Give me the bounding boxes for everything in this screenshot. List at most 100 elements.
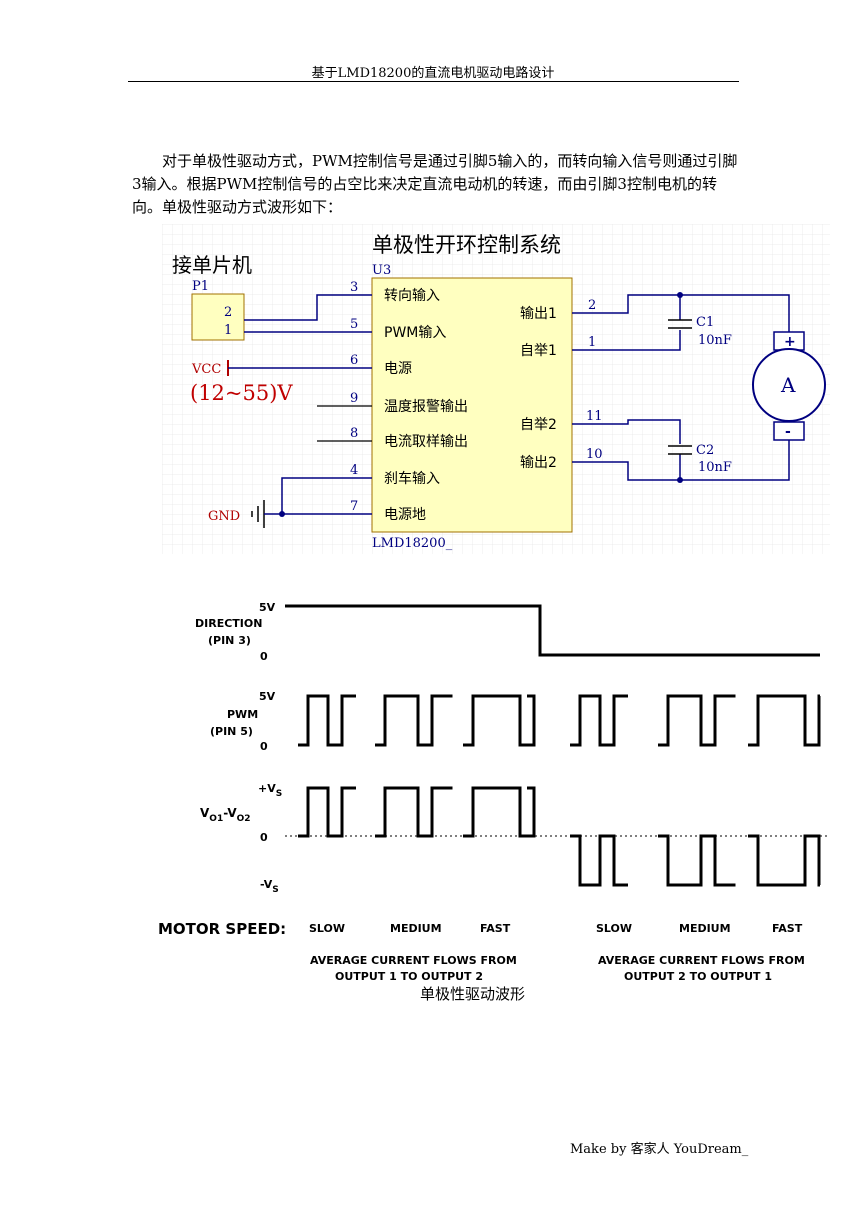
- pwm-low: 0: [260, 740, 268, 753]
- direction-high: 5V: [259, 601, 276, 614]
- note-left-2: OUTPUT 1 TO OUTPUT 2: [335, 970, 483, 983]
- speed-label: SLOW: [596, 922, 632, 935]
- pwm-name: PWM: [227, 708, 258, 721]
- pwm-high: 5V: [259, 690, 276, 703]
- chip-left-pin-name: PWM输入: [384, 325, 446, 341]
- chip-left-pin-name: 温度报警输出: [384, 399, 468, 415]
- speed-label: FAST: [772, 922, 803, 935]
- page-footer: Make by 客家人 YouDream_: [570, 1142, 749, 1157]
- chip-body: [371, 277, 573, 533]
- motor-plus: +: [784, 334, 796, 350]
- pwm-pulse: [570, 694, 628, 747]
- speed-label: MEDIUM: [390, 922, 442, 935]
- vout-pulse: [375, 786, 453, 838]
- c2-junction: [677, 477, 683, 483]
- vout-pos: +VS: [258, 782, 282, 799]
- chip-right-pin-name: 输出2: [520, 455, 557, 471]
- vout-zero: 0: [260, 831, 268, 844]
- motor-speed-label: MOTOR SPEED:: [158, 920, 286, 938]
- mcu-label: 接单片机: [172, 253, 252, 277]
- intro-text: 对于单极性驱动方式，PWM控制信号是通过引脚5输入的，而转向输入信号则通过引脚3…: [132, 152, 738, 216]
- c1-value: 10nF: [698, 333, 732, 348]
- chip-left-pin-number: 8: [350, 426, 358, 441]
- chip-right-pin-number: 2: [588, 298, 596, 313]
- chip-left-pin-name: 电源: [384, 361, 412, 377]
- direction-low: 0: [260, 650, 268, 663]
- direction-trace: [285, 604, 820, 657]
- vout-pulse: [298, 786, 356, 838]
- pwm-pulse: [658, 694, 736, 747]
- pwm-pulse: [298, 694, 356, 747]
- wire-out2: [572, 440, 790, 481]
- pwm-pin: (PIN 5): [210, 725, 253, 738]
- page-header: 基于LMD18200的直流电机驱动电路设计: [311, 66, 555, 81]
- gnd-junction: [279, 511, 285, 517]
- pwm-pulse: [463, 694, 536, 747]
- direction-pin: (PIN 3): [208, 634, 251, 647]
- chip-left-pin-number: 7: [350, 499, 358, 514]
- chip-right-pin-number: 1: [588, 335, 596, 350]
- chip-right-pin-name: 输出1: [520, 306, 557, 322]
- chip-left-pin-name: 转向输入: [384, 288, 440, 304]
- wire-direction: [244, 294, 372, 321]
- waveform-diagram: DIRECTION (PIN 3) 5V 0 PWM (PIN 5) 5V 0 …: [158, 601, 830, 983]
- wire-boot2: [572, 419, 681, 444]
- chip-left-pin-name: 电源地: [384, 507, 426, 523]
- header-rule: [128, 81, 739, 82]
- vout-pulse: [463, 786, 536, 838]
- chip-left-pin-number: 5: [350, 317, 358, 332]
- motor-minus: -: [785, 424, 791, 440]
- chip-left-pin-number: 3: [350, 280, 358, 295]
- chip-right-pin-name: 自举2: [520, 417, 557, 433]
- vcc-label: VCC: [191, 362, 221, 377]
- connector-ref: P1: [192, 279, 209, 294]
- chip-left-pin-name: 电流取样输出: [384, 434, 468, 450]
- motor-symbol: A: [780, 373, 796, 397]
- gnd-label: GND: [208, 509, 240, 524]
- pwm-pulse: [375, 694, 453, 747]
- schematic-title: 单极性开环控制系统: [372, 233, 561, 257]
- vout-pulse: [658, 834, 736, 887]
- c2-ref: C2: [696, 443, 714, 458]
- speed-label: FAST: [480, 922, 511, 935]
- motor-body: [752, 348, 826, 422]
- chip-ref: U3: [372, 263, 391, 278]
- chip-left-pin-number: 4: [350, 463, 358, 478]
- vout-trace: [298, 786, 821, 887]
- chip-left-pin-number: 9: [350, 391, 358, 406]
- vout-neg: -VS: [260, 878, 279, 895]
- figure-caption: 单极性驱动波形: [420, 985, 526, 1003]
- schematic-diagram: 单极性开环控制系统 接单片机 P1 2 1 U3 LMD18200_ 3 转向输入…: [162, 224, 830, 554]
- motor-minus-terminal: [773, 421, 805, 441]
- wire-boot1: [572, 330, 681, 351]
- note-right-1: AVERAGE CURRENT FLOWS FROM: [598, 954, 805, 967]
- chip-right-pin-number: 11: [586, 409, 603, 424]
- chip-left-pin-name: 刹车输入: [384, 470, 440, 487]
- connector-body: [191, 293, 245, 341]
- c2-value: 10nF: [698, 460, 732, 475]
- pwm-trace: [298, 694, 821, 747]
- chip-right-pin-name: 自举1: [520, 343, 557, 359]
- speed-label: SLOW: [309, 922, 345, 935]
- pwm-pulse: [748, 694, 821, 747]
- chip-left-pin-number: 6: [350, 353, 358, 368]
- chip-part: LMD18200_: [372, 536, 453, 551]
- connector-pin: 2: [224, 305, 232, 320]
- vout-name: VO1-VO2: [200, 806, 251, 824]
- c1-junction: [677, 292, 683, 298]
- wire-brake: [281, 477, 372, 514]
- chip-right-pins: 2 输出1 1 自举1 11 自举2 10 输出2: [520, 298, 603, 471]
- c1-ref: C1: [696, 315, 714, 330]
- vcc-range: (12~55)V: [190, 381, 293, 405]
- wire-out1: [572, 294, 790, 332]
- chip-right-pin-number: 10: [586, 447, 603, 462]
- direction-name: DIRECTION: [195, 617, 262, 630]
- vout-pulse: [570, 834, 628, 887]
- vout-pulse: [748, 834, 821, 887]
- note-left-1: AVERAGE CURRENT FLOWS FROM: [310, 954, 517, 967]
- speed-label: MEDIUM: [679, 922, 731, 935]
- speed-labels: SLOW MEDIUM FAST SLOW MEDIUM FAST: [309, 922, 803, 935]
- intro-paragraph: 对于单极性驱动方式，PWM控制信号是通过引脚5输入的，而转向输入信号则通过引脚3…: [132, 150, 742, 219]
- connector-pin: 1: [224, 323, 232, 338]
